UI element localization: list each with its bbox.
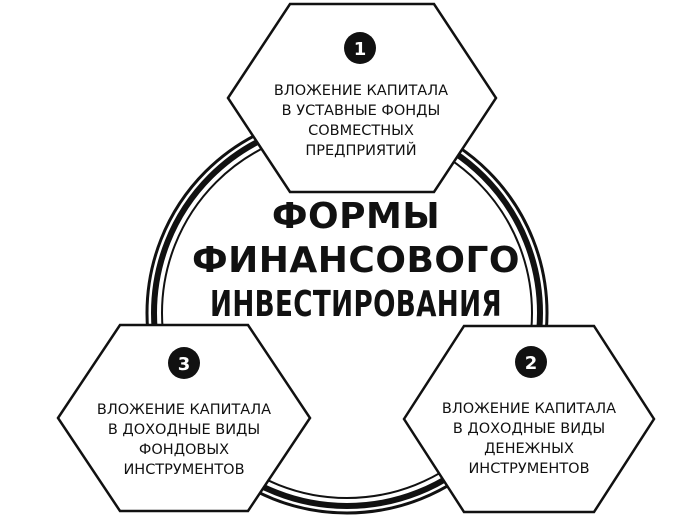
form-1-line-3: СОВМЕСТНЫХ — [308, 123, 414, 139]
form-3-line-1: ВЛОЖЕНИЕ КАПИТАЛА — [97, 402, 271, 418]
form-1-line-1: ВЛОЖЕНИЕ КАПИТАЛА — [274, 83, 448, 99]
center-title-line-2: ФИНАНСОВОГО — [192, 240, 520, 281]
form-2-line-1: ВЛОЖЕНИЕ КАПИТАЛА — [442, 401, 616, 417]
hexagon-3 — [56, 323, 312, 513]
badge-2 — [515, 346, 547, 378]
badge-1 — [344, 32, 376, 64]
center-title: ФОРМЫ ФИНАНСОВОГО ИНВЕСТИРОВАНИЯ — [192, 196, 520, 325]
form-3-line-4: ИНСТРУМЕНТОВ — [123, 462, 244, 478]
form-2-line-2: В ДОХОДНЫЕ ВИДЫ — [453, 421, 605, 437]
hexagon-1 — [226, 2, 498, 194]
form-1-line-4: ПРЕДПРИЯТИЙ — [305, 141, 416, 159]
center-title-line-1: ФОРМЫ — [272, 196, 440, 237]
form-card-3: 3 ВЛОЖЕНИЕ КАПИТАЛА В ДОХОДНЫЕ ВИДЫ ФОНД… — [56, 323, 312, 513]
hexagon-2 — [402, 324, 656, 514]
badge-3 — [168, 347, 200, 379]
form-3-line-2: В ДОХОДНЫЕ ВИДЫ — [108, 422, 260, 438]
form-card-1: 1 ВЛОЖЕНИЕ КАПИТАЛА В УСТАВНЫЕ ФОНДЫ СОВ… — [226, 2, 498, 194]
form-2-line-4: ИНСТРУМЕНТОВ — [468, 461, 589, 477]
center-title-line-3: ИНВЕСТИРОВАНИЯ — [210, 284, 502, 325]
badge-1-number: 1 — [354, 39, 367, 60]
badge-3-number: 3 — [178, 354, 191, 375]
form-3-line-3: ФОНДОВЫХ — [139, 442, 229, 458]
badge-2-number: 2 — [525, 353, 538, 374]
form-1-line-2: В УСТАВНЫЕ ФОНДЫ — [282, 103, 441, 119]
form-card-2: 2 ВЛОЖЕНИЕ КАПИТАЛА В ДОХОДНЫЕ ВИДЫ ДЕНЕ… — [402, 324, 656, 514]
form-2-line-3: ДЕНЕЖНЫХ — [484, 441, 574, 457]
